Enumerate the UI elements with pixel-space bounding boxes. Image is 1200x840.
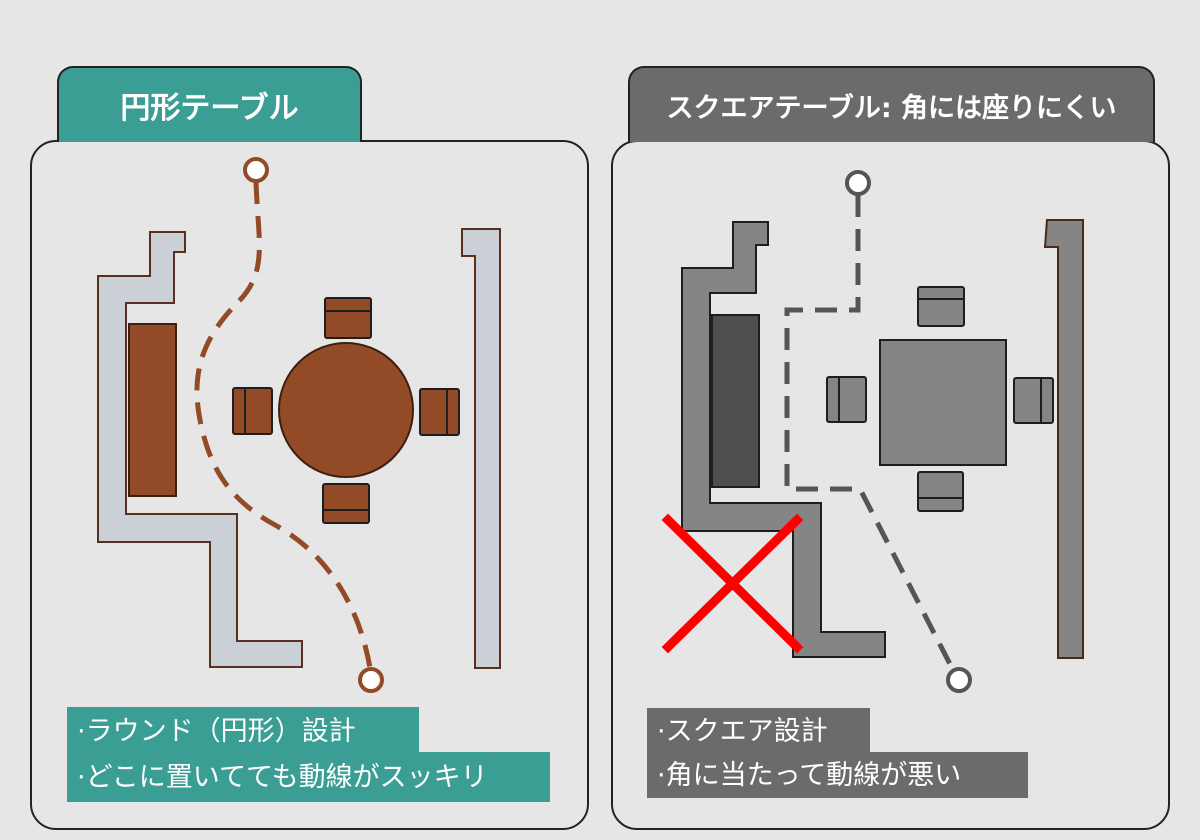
square-table-tab: スクエアテーブル: 角には座りにくい <box>628 66 1155 142</box>
round-table-title: 円形テーブル <box>120 91 299 126</box>
round-table-tab: 円形テーブル <box>57 66 362 142</box>
square-note-1: ·スクエア設計 <box>647 708 870 755</box>
chair-left <box>826 376 867 423</box>
right-wall <box>1043 219 1084 659</box>
chair-bottom <box>322 483 370 524</box>
chair-top <box>324 297 372 339</box>
right-wall <box>461 228 501 669</box>
round-note-2: ·どこに置いてても動線がスッキリ <box>67 752 550 802</box>
square-note-2: ·角に当たって動線が悪い <box>647 752 1028 798</box>
chair-left <box>232 387 273 435</box>
square-path-end <box>946 667 972 693</box>
round-note-1: ·ラウンド（円形）設計 <box>67 707 419 755</box>
chair-top <box>917 286 965 327</box>
round-path-line <box>194 181 373 669</box>
chair-right <box>419 388 460 436</box>
chair-bottom <box>917 471 964 512</box>
left-wall <box>681 221 886 658</box>
square-path-line <box>784 195 955 670</box>
square-path-start <box>845 170 871 196</box>
square-table-title: スクエアテーブル: 角には座りにくい <box>666 92 1117 124</box>
cross-mark-icon <box>661 513 804 654</box>
sideboard <box>711 314 760 488</box>
round-table-layout <box>97 157 501 693</box>
round-path-end <box>358 667 384 693</box>
square-table <box>879 339 1007 466</box>
left-wall <box>97 231 303 668</box>
square-table-layout <box>661 170 1084 693</box>
round-path-start <box>243 157 269 183</box>
chair-right <box>1013 377 1054 424</box>
sideboard <box>128 323 177 497</box>
round-table <box>278 342 414 478</box>
